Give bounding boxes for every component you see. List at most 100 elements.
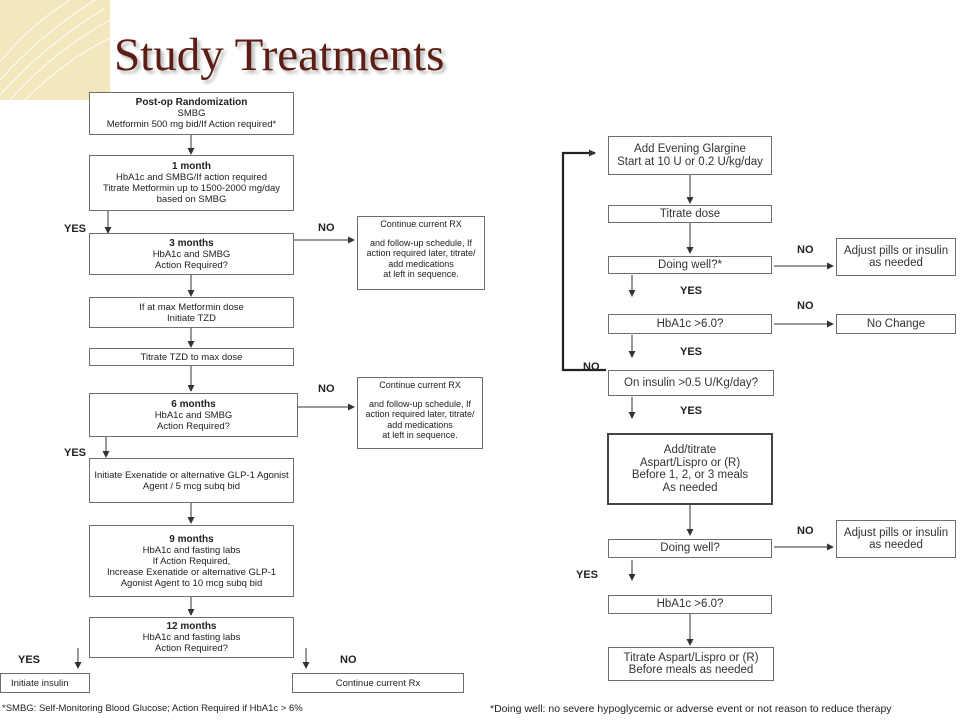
corner-decoration <box>0 0 110 100</box>
hba1c2-line: HbA1c >6.0? <box>656 598 724 611</box>
exenatide-line: Agent / 5 mcg subq bid <box>142 480 241 492</box>
footnote-smbg: *SMBG: Self-Monitoring Blood Glucose; Ac… <box>2 703 303 714</box>
box-doing-well-2: Doing well? <box>608 539 772 558</box>
label-yes: YES <box>576 569 599 581</box>
aspart-line: As needed <box>662 481 718 494</box>
continue2-line: add medications <box>387 419 453 430</box>
maxmet-line: Initiate TZD <box>167 312 216 324</box>
label-no: NO <box>318 222 335 234</box>
randomization-title: Post-op Randomization <box>135 97 248 108</box>
slide-title: Study Treatments <box>114 29 445 81</box>
month9-line: If Action Required, <box>152 555 231 567</box>
box-on-insulin-check: On insulin >0.5 U/Kg/day? <box>608 370 774 396</box>
exenatide-line: Initiate Exenatide or alternative GLP-1 … <box>94 469 289 481</box>
box-adjust-pills-1: Adjust pills or insulin as needed <box>836 238 956 276</box>
titrate-aspart-line: Before meals as needed <box>628 664 754 676</box>
glargine-line: Start at 10 U or 0.2 U/kg/day <box>617 155 763 168</box>
maxmet-line: If at max Metformin dose <box>139 301 244 313</box>
label-no: NO <box>340 654 357 666</box>
box-titrate-aspart: Titrate Aspart/Lispro or (R) Before meal… <box>608 647 774 681</box>
month3-line: HbA1c and SMBG <box>152 248 231 260</box>
randomization-line: SMBG <box>177 108 206 119</box>
label-no: NO <box>318 383 335 395</box>
box-continue-current-rx-final: Continue current Rx <box>292 673 464 693</box>
continue1-line: add medications <box>388 258 454 269</box>
aspart-line: Aspart/Lispro or (R) <box>639 456 741 469</box>
month1-line: based on SMBG <box>156 194 227 205</box>
glargine-line: Add Evening Glargine <box>634 143 746 155</box>
month9-title: 9 months <box>169 533 214 545</box>
titrate-tzd-line: Titrate TZD to max dose <box>140 351 243 363</box>
adjust1-line: Adjust pills or insulin <box>843 244 949 257</box>
month3-line: Action Required? <box>155 259 228 271</box>
label-no: NO <box>797 525 814 537</box>
continue1-line: Continue current RX <box>380 219 462 229</box>
box-initiate-exenatide: Initiate Exenatide or alternative GLP-1 … <box>89 458 294 503</box>
month3-title: 3 months <box>169 237 214 249</box>
aspart-line: Before 1, 2, or 3 meals <box>631 469 749 481</box>
continue2-line: at left in sequence. <box>382 430 458 440</box>
box-add-titrate-aspart: Add/titrate Aspart/Lispro or (R) Before … <box>607 433 773 505</box>
continue-rx-line: Continue current Rx <box>335 677 421 689</box>
box-12-months: 12 months HbA1c and fasting labs Action … <box>89 617 294 658</box>
box-continue-current-rx-1: Continue current RX and follow-up schedu… <box>357 216 485 290</box>
month1-line: HbA1c and SMBG/If action required <box>115 172 268 183</box>
label-yes: YES <box>680 346 703 358</box>
continue1-line: and follow-up schedule, If <box>369 237 473 248</box>
footnote-doing-well: *Doing well: no severe hypoglycemic or a… <box>490 703 892 715</box>
month1-title: 1 month <box>172 161 211 172</box>
continue2-line: Continue current RX <box>379 380 461 390</box>
box-add-evening-glargine: Add Evening Glargine Start at 10 U or 0.… <box>608 136 772 175</box>
label-no: NO <box>797 244 814 256</box>
loop-back-connector <box>561 149 606 372</box>
adjust1-line: as needed <box>869 257 923 269</box>
month12-line: HbA1c and fasting labs <box>142 632 241 643</box>
randomization-line: Metformin 500 mg bid/If Action required* <box>106 119 277 130</box>
month6-line: HbA1c and SMBG <box>154 409 233 421</box>
continue1-line: at left in sequence. <box>383 269 459 279</box>
hba1c1-line: HbA1c >6.0? <box>656 317 724 330</box>
label-no-loop: NO <box>583 361 600 373</box>
label-yes: YES <box>18 654 41 666</box>
doing-well1-line: Doing well?* <box>658 258 722 271</box>
aspart-line: Add/titrate <box>663 444 717 456</box>
continue2-line: and follow-up schedule, If <box>368 398 472 409</box>
titrate-dose-line: Titrate dose <box>659 207 721 220</box>
box-continue-current-rx-2: Continue current RX and follow-up schedu… <box>357 377 483 449</box>
box-no-change: No Change <box>836 314 956 334</box>
box-hba1c-check-1: HbA1c >6.0? <box>608 314 772 334</box>
titrate-aspart-line: Titrate Aspart/Lispro or (R) <box>623 651 759 664</box>
month9-line: Increase Exenatide or alternative GLP-1 <box>107 566 276 578</box>
box-6-months: 6 months HbA1c and SMBG Action Required? <box>89 393 298 437</box>
adjust2-line: as needed <box>869 539 923 551</box>
box-max-metformin: If at max Metformin dose Initiate TZD <box>89 297 294 328</box>
label-yes: YES <box>680 405 703 417</box>
box-postop-randomization: Post-op Randomization SMBG Metformin 500… <box>89 92 294 135</box>
month6-line: Action Required? <box>157 420 230 432</box>
box-9-months: 9 months HbA1c and fasting labs If Actio… <box>89 525 294 597</box>
box-doing-well-1: Doing well?* <box>608 256 772 274</box>
box-titrate-dose: Titrate dose <box>608 205 772 223</box>
continue2-line: action required later, titrate/ <box>365 409 475 419</box>
label-yes: YES <box>64 223 87 235</box>
box-initiate-insulin: Initiate insulin <box>0 673 90 693</box>
month9-line: Agonist Agent to 10 mcg subq bid <box>120 577 263 589</box>
label-no: NO <box>797 300 814 312</box>
adjust2-line: Adjust pills or insulin <box>843 526 949 539</box>
month1-line: Titrate Metformin up to 1500-2000 mg/day <box>102 183 281 194</box>
month9-line: HbA1c and fasting labs <box>142 544 241 556</box>
continue1-line: action required later, titrate/ <box>366 248 476 258</box>
month12-line: Action Required? <box>155 643 228 654</box>
box-adjust-pills-2: Adjust pills or insulin as needed <box>836 520 956 558</box>
box-titrate-tzd: Titrate TZD to max dose <box>89 348 294 366</box>
box-1-month: 1 month HbA1c and SMBG/If action require… <box>89 155 294 211</box>
doing-well2-line: Doing well? <box>660 542 720 555</box>
no-change-line: No Change <box>866 317 926 330</box>
month6-title: 6 months <box>171 398 216 410</box>
box-hba1c-check-2: HbA1c >6.0? <box>608 595 772 614</box>
box-3-months: 3 months HbA1c and SMBG Action Required? <box>89 233 294 275</box>
on-insulin-line: On insulin >0.5 U/Kg/day? <box>624 376 758 389</box>
initiate-insulin-line: Initiate insulin <box>11 677 69 689</box>
month12-title: 12 months <box>166 621 217 632</box>
